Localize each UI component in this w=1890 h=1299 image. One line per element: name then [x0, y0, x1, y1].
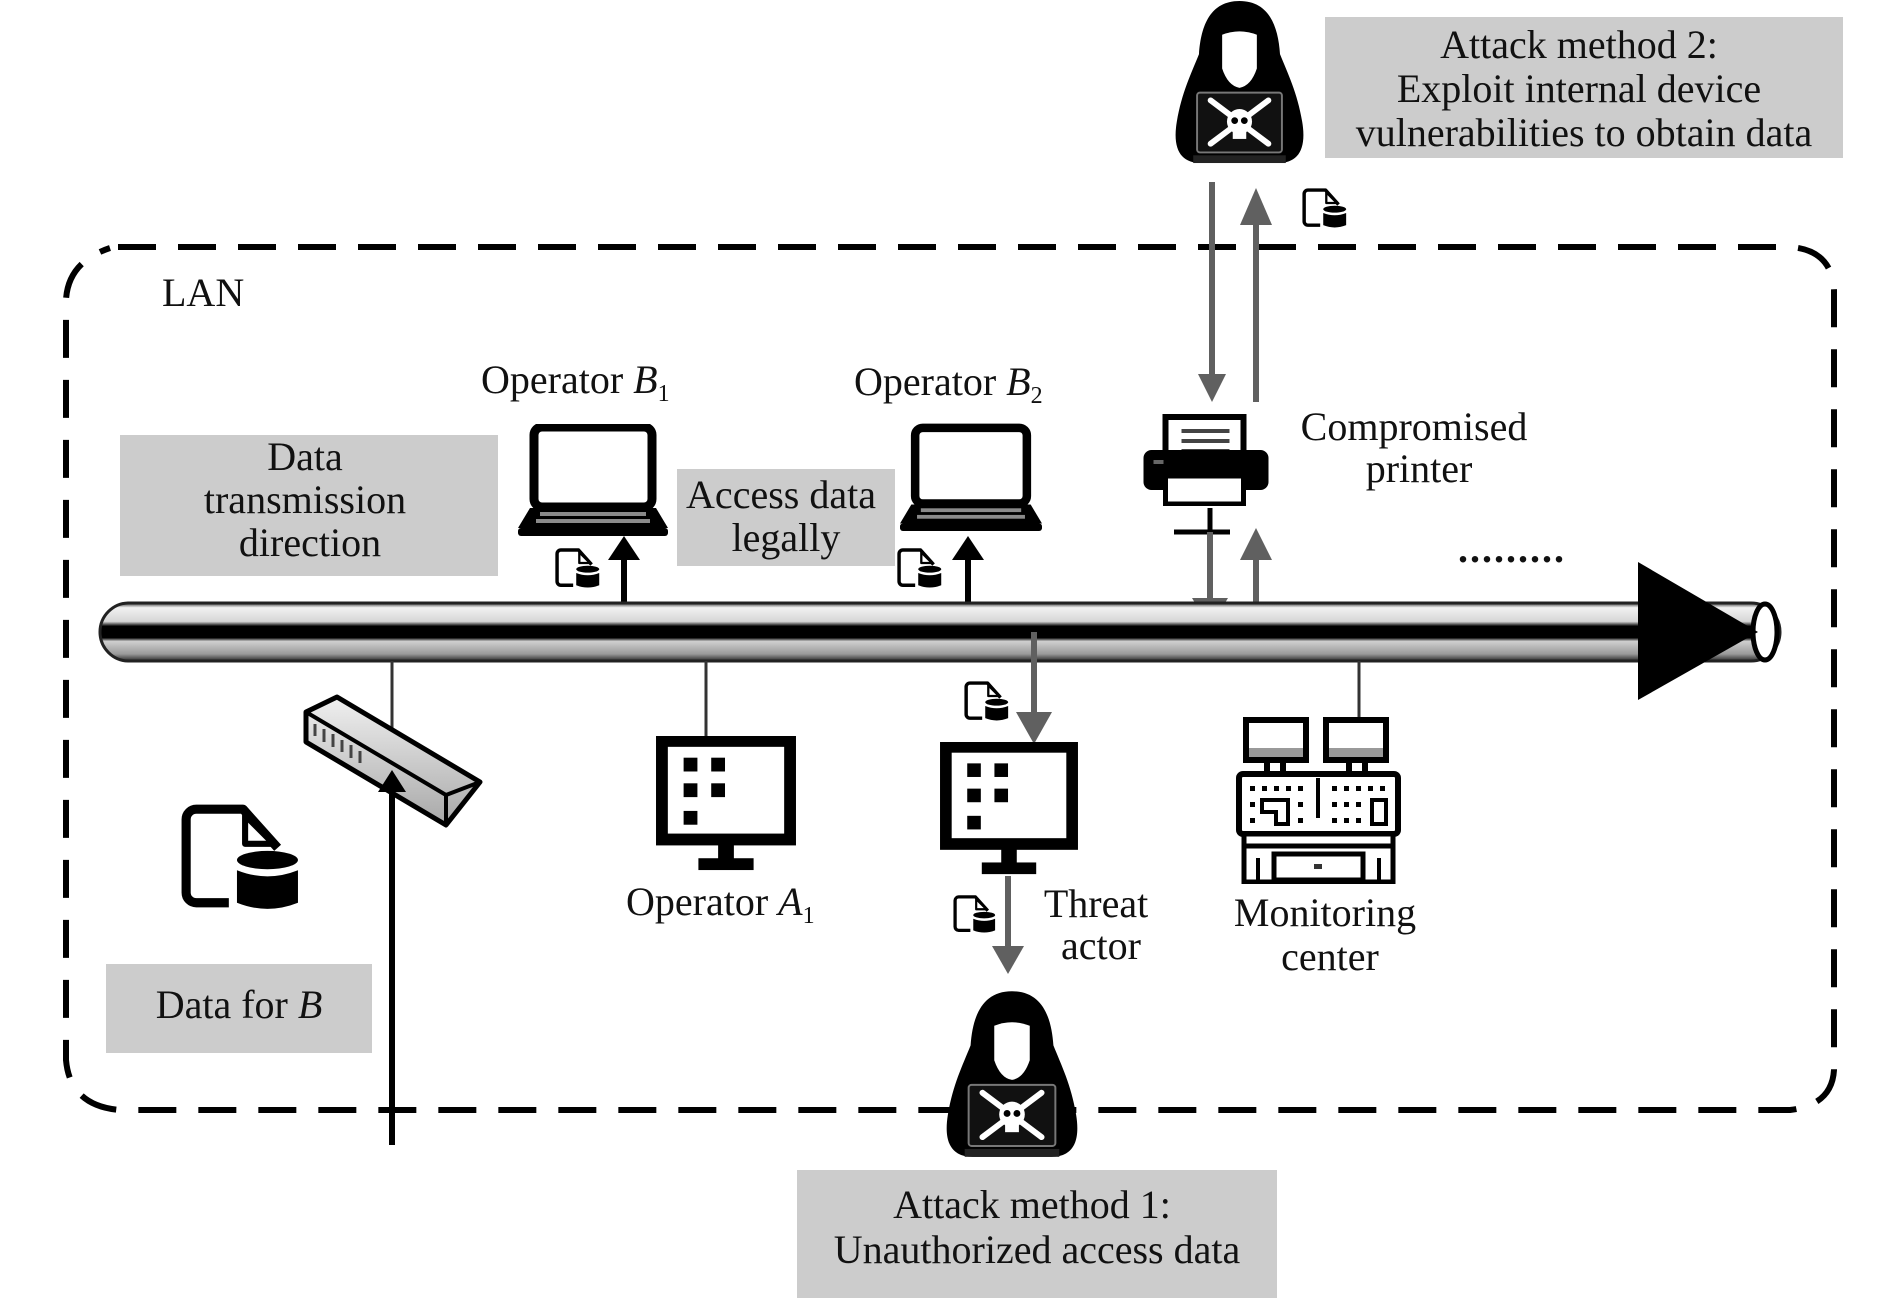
arrowhead-threat-out — [992, 946, 1024, 974]
operator-a1-label: Operator A1 — [626, 879, 815, 929]
data-document-icon — [964, 681, 1009, 722]
laptop-icon — [518, 427, 668, 536]
hacker-icon — [1176, 1, 1304, 163]
data-document-icon — [555, 548, 600, 590]
control-console-icon — [1239, 720, 1398, 882]
hacker-icon — [947, 991, 1078, 1157]
data-document-icon — [953, 895, 996, 934]
desktop-monitor-icon — [662, 741, 790, 870]
attack-2-arrows — [1198, 182, 1272, 402]
data-document-icon — [897, 548, 942, 590]
desktop-monitor-icon — [946, 747, 1072, 874]
arrowhead-threat-in — [1016, 712, 1052, 744]
access-legally-box — [677, 469, 895, 566]
data-direction-text: Data transmission direction — [204, 434, 416, 565]
printer-label: Compromised printer — [1301, 404, 1538, 491]
network-switch-icon — [303, 694, 483, 828]
continuation-dots: ......... — [1458, 526, 1566, 571]
document-database-icon — [186, 809, 298, 909]
attack-method-2-text: Attack method 2: Exploit internal device… — [1356, 22, 1813, 155]
data-direction-box — [120, 435, 498, 576]
attack-method-2-box — [1325, 17, 1843, 158]
network-backbone — [98, 601, 1782, 663]
attack-method-1-box — [797, 1170, 1277, 1298]
data-for-b-box — [106, 964, 372, 1053]
data-document-icon — [1302, 188, 1347, 229]
monitoring-center-label: Monitoring center — [1234, 890, 1426, 979]
attack-method-1-text: Attack method 1: Unauthorized access dat… — [834, 1182, 1241, 1272]
data-for-b-text: Data for B — [156, 982, 323, 1027]
inbound-arrowhead — [378, 770, 406, 792]
printer-icon — [1144, 417, 1269, 504]
threat-actor-label: Threat actor — [1044, 881, 1158, 968]
access-legally-text: Access data legally — [686, 472, 886, 560]
transmission-arrowhead — [1638, 562, 1758, 700]
lan-label: LAN — [162, 270, 244, 315]
laptop-icon — [900, 428, 1042, 531]
arrowhead-b2 — [952, 536, 984, 560]
drop-lines — [390, 661, 1361, 760]
operator-b2-label: Operator B2 — [854, 359, 1043, 409]
arrowhead-b1 — [608, 536, 640, 560]
operator-b1-label: Operator B1 — [481, 357, 670, 407]
